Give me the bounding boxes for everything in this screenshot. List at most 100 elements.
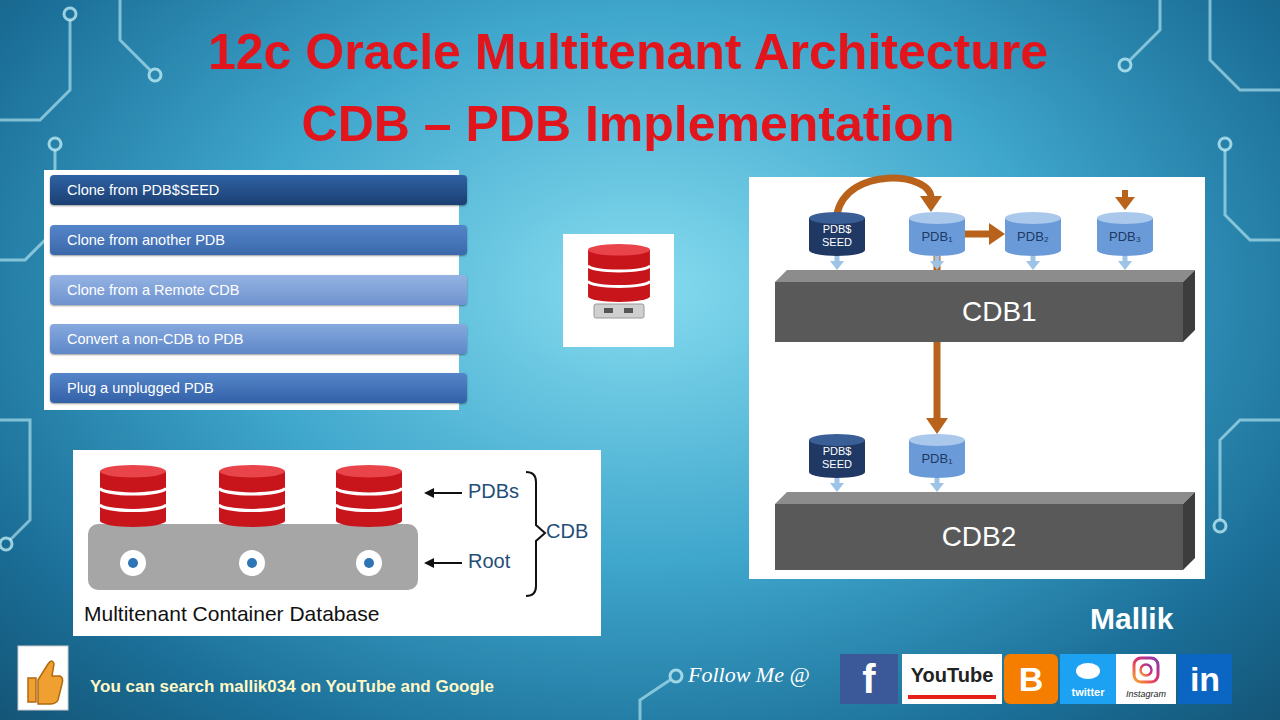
- node-label: PDB$ SEED: [809, 445, 865, 471]
- connector: [837, 178, 942, 214]
- connector: [830, 478, 844, 492]
- twitter-bird: [1076, 663, 1100, 679]
- node-label: Clone from PDB$SEED: [50, 175, 467, 205]
- arrow-head: [989, 223, 1005, 245]
- pdb-cylinder: PDB₂: [1005, 212, 1061, 256]
- blogger-icon: [1004, 654, 1058, 704]
- connector-line: [965, 231, 991, 238]
- arrow-head: [926, 418, 948, 434]
- cdb-slab: CDB2: [775, 492, 1195, 570]
- connector-line: [837, 178, 931, 214]
- icon-text: Instagram: [1116, 688, 1176, 700]
- cylinder-top: [809, 434, 865, 446]
- usb-plug: [594, 304, 644, 318]
- slab-side: [1183, 270, 1195, 342]
- node-label: PDB₂: [1005, 230, 1061, 243]
- connector: [930, 256, 944, 270]
- linkedin-icon: [1178, 654, 1232, 704]
- bracket: [526, 472, 545, 596]
- node-label: Clone from another PDB: [50, 225, 467, 255]
- plug-arrow: [1122, 190, 1128, 198]
- connector: [930, 478, 944, 492]
- facebook-icon: [840, 654, 898, 704]
- cdb-slab: CDB1: [775, 270, 1195, 342]
- pdb-database: [336, 465, 402, 527]
- twitter-icon: [1060, 654, 1116, 704]
- node-label: PDB₁: [909, 452, 965, 465]
- arrow-head: [1026, 261, 1040, 270]
- cylinder-body: [809, 218, 865, 256]
- instagram-icon: [1116, 654, 1176, 704]
- connector: [965, 223, 1005, 245]
- arrow-head: [920, 196, 942, 212]
- instagram-camera: [1134, 658, 1158, 682]
- option-bar: Clone from another PDB: [50, 225, 467, 255]
- icon-text: f: [840, 654, 898, 704]
- icon-text: in: [1178, 654, 1232, 704]
- like-icon: [18, 646, 68, 710]
- node-label: Plug a unplugged PDB: [50, 373, 467, 403]
- pdb-cylinder: PDB₃: [1097, 212, 1153, 256]
- option-bar: Clone from a Remote CDB: [50, 275, 467, 305]
- cylinder-top: [909, 434, 965, 446]
- arrow-head: [1118, 261, 1132, 270]
- bracket-label: CDB: [546, 520, 588, 543]
- node-label: PDB₁: [909, 230, 965, 243]
- youtube-icon: [902, 654, 1002, 704]
- figure-panel: [749, 177, 1205, 579]
- cylinder-top: [1005, 212, 1061, 224]
- arrow-head: [830, 483, 844, 492]
- usb-pin: [604, 308, 613, 313]
- root-bar: [88, 524, 418, 590]
- icon-text: B: [1004, 654, 1058, 704]
- cylinder-top: [809, 212, 865, 224]
- plug-arrow-head: [1115, 197, 1135, 210]
- icon-panel: [563, 234, 674, 347]
- figure-label: PDBs: [468, 480, 519, 503]
- node-label: PDB₃: [1097, 230, 1153, 243]
- youtube-bar: [908, 695, 996, 699]
- node-label: PDB$ SEED: [809, 223, 865, 249]
- cylinder-top: [1097, 212, 1153, 224]
- connector: [830, 256, 844, 270]
- option-bar: Convert a non-CDB to PDB: [50, 324, 467, 354]
- leader-arrow: [426, 492, 462, 494]
- author-name: Mallik: [1090, 602, 1173, 636]
- figure-label: Root: [468, 550, 510, 573]
- circuit-dots: [0, 8, 1231, 682]
- connector: [1118, 256, 1132, 270]
- pdb-cylinder: PDB₁: [909, 434, 965, 478]
- slab-top: [775, 492, 1195, 504]
- node-label: Clone from a Remote CDB: [50, 275, 467, 305]
- pdb-database: [100, 465, 166, 527]
- node-label: Convert a non-CDB to PDB: [50, 324, 467, 354]
- footer-note: You can search mallik034 on YouTube and …: [90, 677, 494, 697]
- figure-panel: [73, 450, 601, 636]
- database-icon: [588, 244, 650, 302]
- node-label: CDB1: [775, 295, 1195, 329]
- arrow-head: [830, 261, 844, 270]
- icon-text: twitter: [1060, 685, 1116, 699]
- pdb-cylinder: PDB$ SEED: [809, 212, 865, 256]
- figure-caption: Multitenant Container Database: [84, 602, 379, 626]
- arrow-head: [930, 261, 944, 270]
- cylinder-top: [909, 212, 965, 224]
- usb-pin: [624, 308, 633, 313]
- node-label: CDB2: [775, 520, 1195, 554]
- icon-text: YouTube: [902, 662, 1002, 688]
- connector: [1026, 256, 1040, 270]
- follow-text: Follow Me @: [688, 662, 810, 688]
- cylinder-body: [809, 440, 865, 478]
- slab-side: [1183, 492, 1195, 570]
- option-bar: Plug a unplugged PDB: [50, 373, 467, 403]
- slab-top: [775, 270, 1195, 282]
- option-bar: Clone from PDB$SEED: [50, 175, 467, 205]
- pdb-cylinder: PDB₁: [909, 212, 965, 256]
- leader-arrow: [426, 562, 462, 564]
- title: 12c Oracle Multitenant Architecture CDB …: [205, 16, 1051, 160]
- pdb-cylinder: PDB$ SEED: [809, 434, 865, 478]
- arrow-head: [930, 483, 944, 492]
- pdb-database: [219, 465, 285, 527]
